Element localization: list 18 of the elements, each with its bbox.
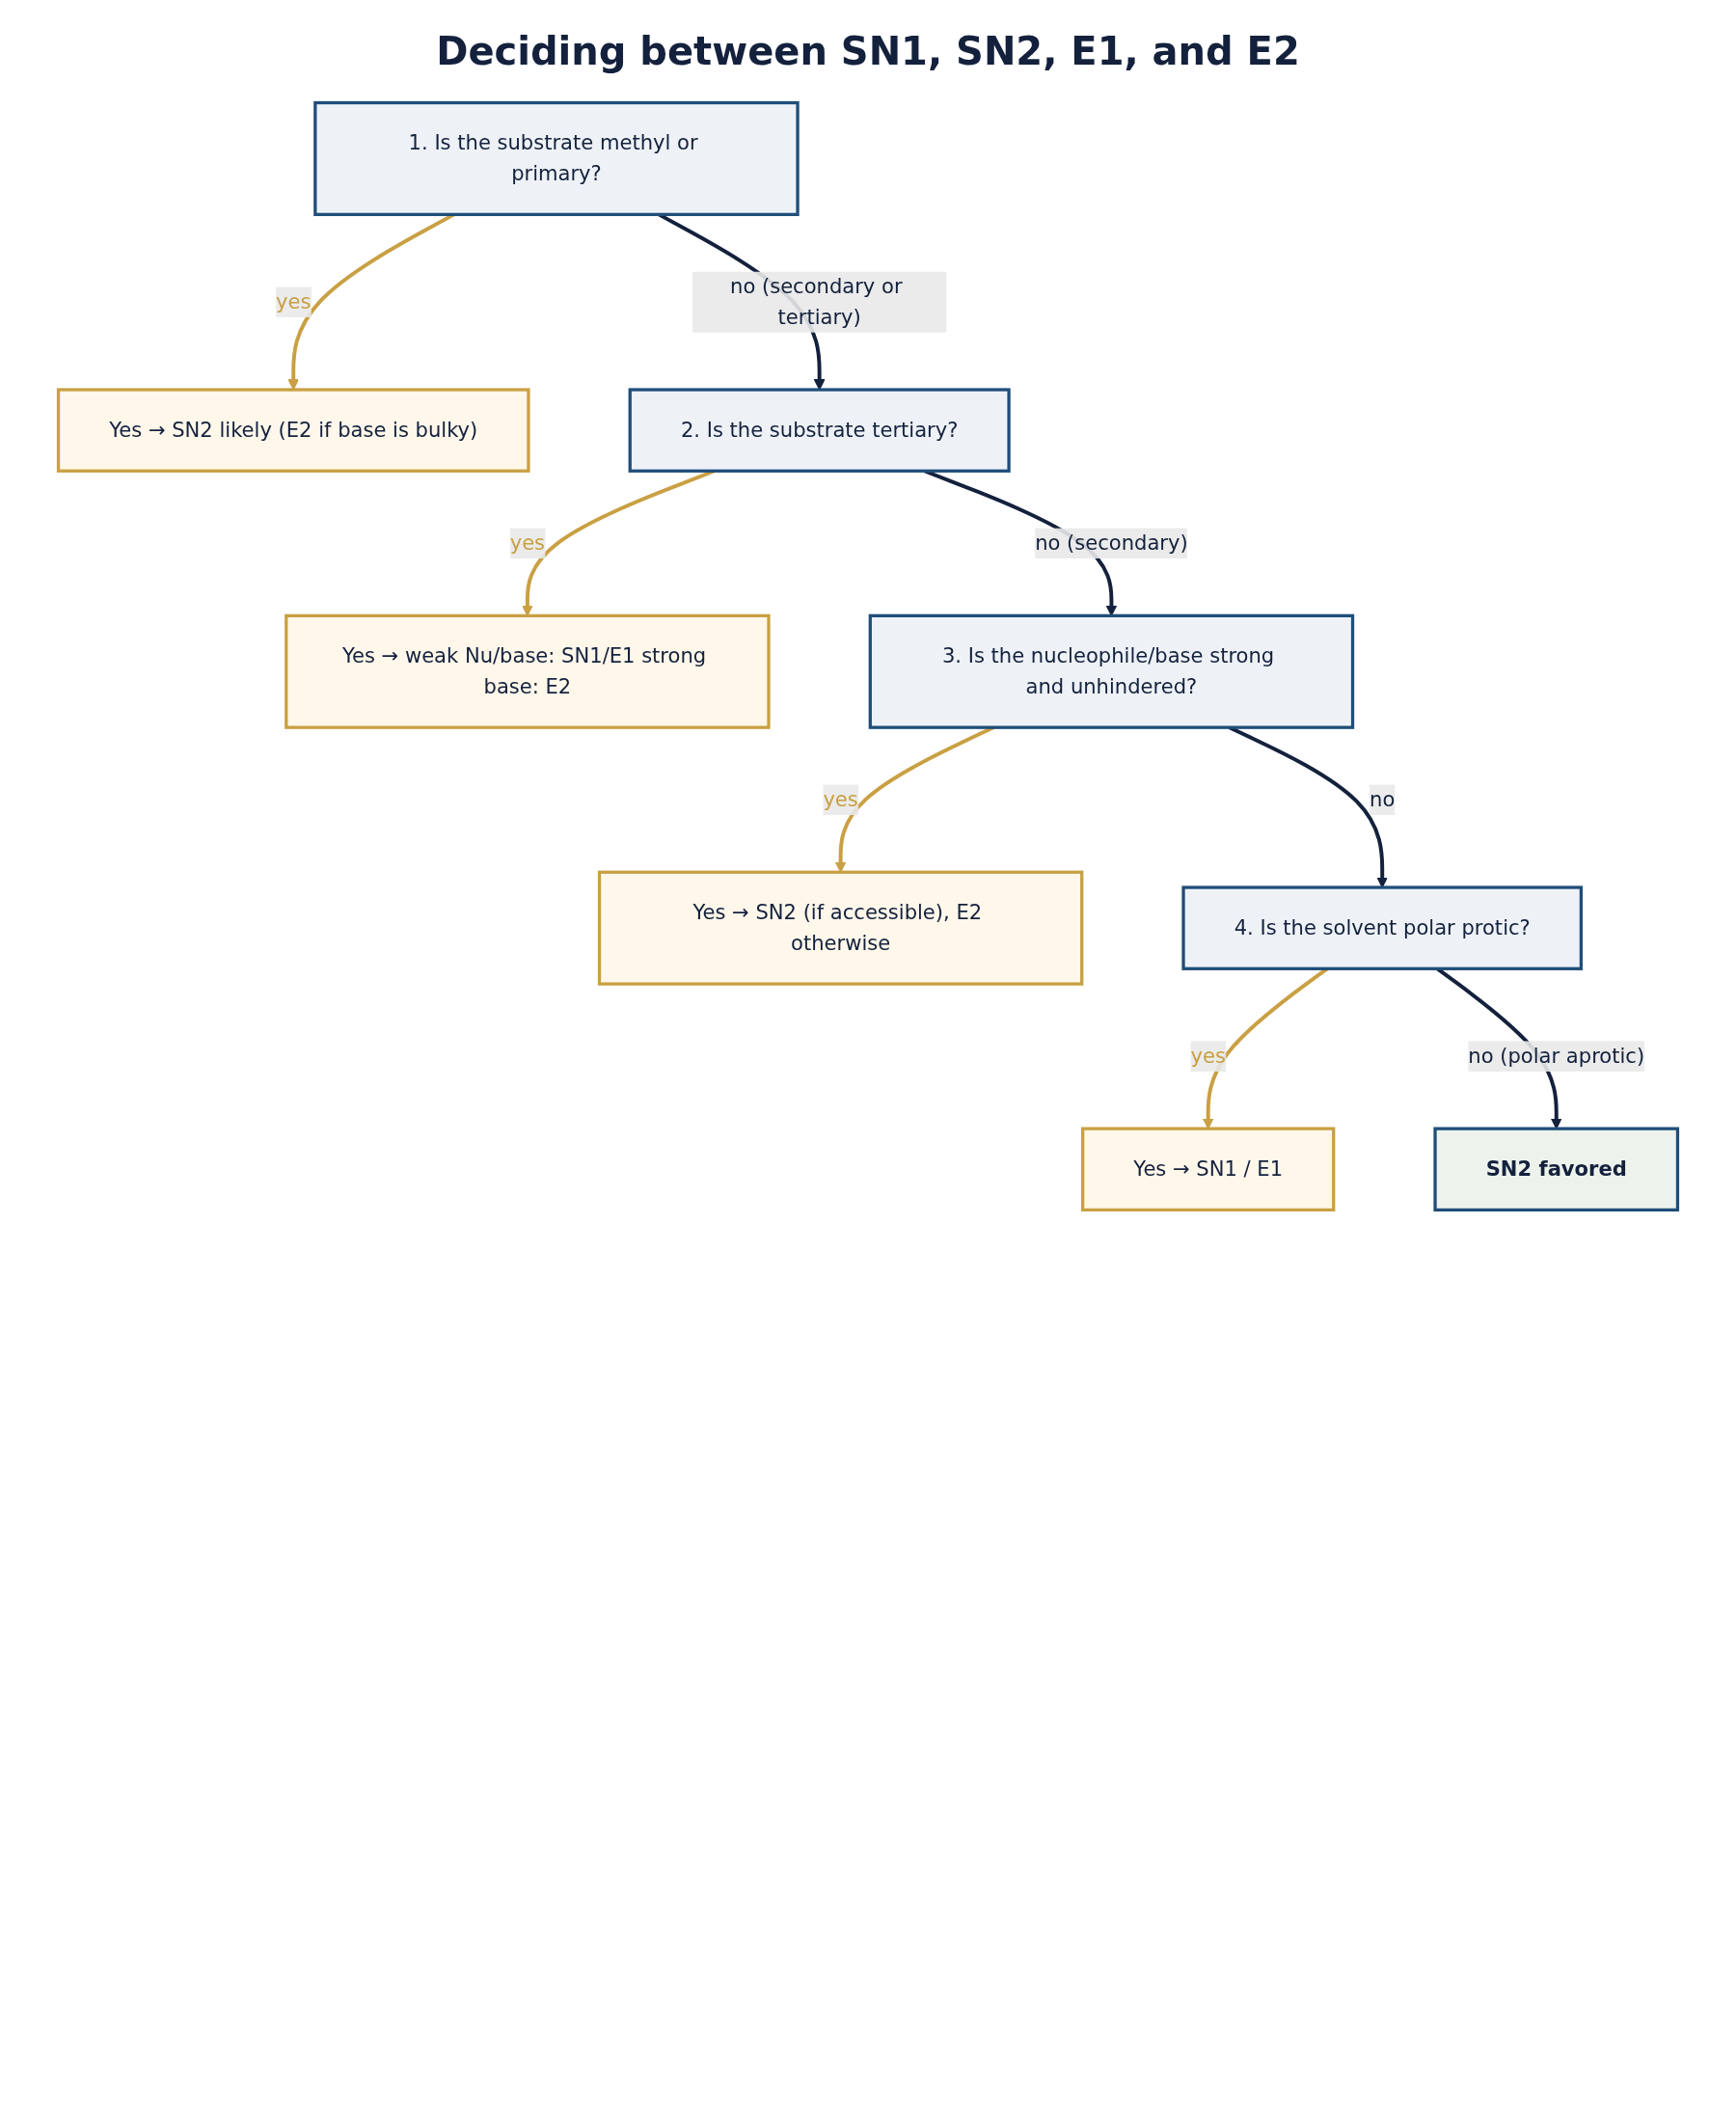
node-box: 2. Is the substrate tertiary? — [628, 388, 1011, 473]
edge-label: yes — [1190, 1043, 1226, 1068]
edge-label: no (secondary or tertiary) — [730, 274, 903, 329]
edge-label: no — [1370, 787, 1396, 812]
edge-label: yes — [823, 787, 858, 812]
node-box: 4. Is the solvent polar protic? — [1181, 885, 1584, 970]
node-box: Yes → weak Nu/base: SN1/E1 strong base: E2 — [285, 613, 771, 729]
node-box: 1. Is the substrate methyl or primary? — [313, 100, 800, 216]
node-box: SN2 favored — [1433, 1127, 1680, 1212]
node-box: Yes → SN2 likely (E2 if base is bulky) — [56, 388, 530, 473]
node-box: Yes → SN1 / E1 — [1081, 1127, 1336, 1212]
node-box: 3. Is the nucleophile/base strong and unhindered? — [868, 613, 1355, 729]
node-box: Yes → SN2 (if accessible), E2 otherwise — [597, 870, 1084, 986]
edge-label: no (polar aprotic) — [1468, 1043, 1645, 1068]
diagram-title: Deciding between SN1, SN2, E1, and E2 — [435, 29, 1301, 73]
edge-label: no (secondary) — [1035, 530, 1188, 556]
edge-label: yes — [509, 530, 546, 556]
edge-label: yes — [276, 289, 312, 314]
